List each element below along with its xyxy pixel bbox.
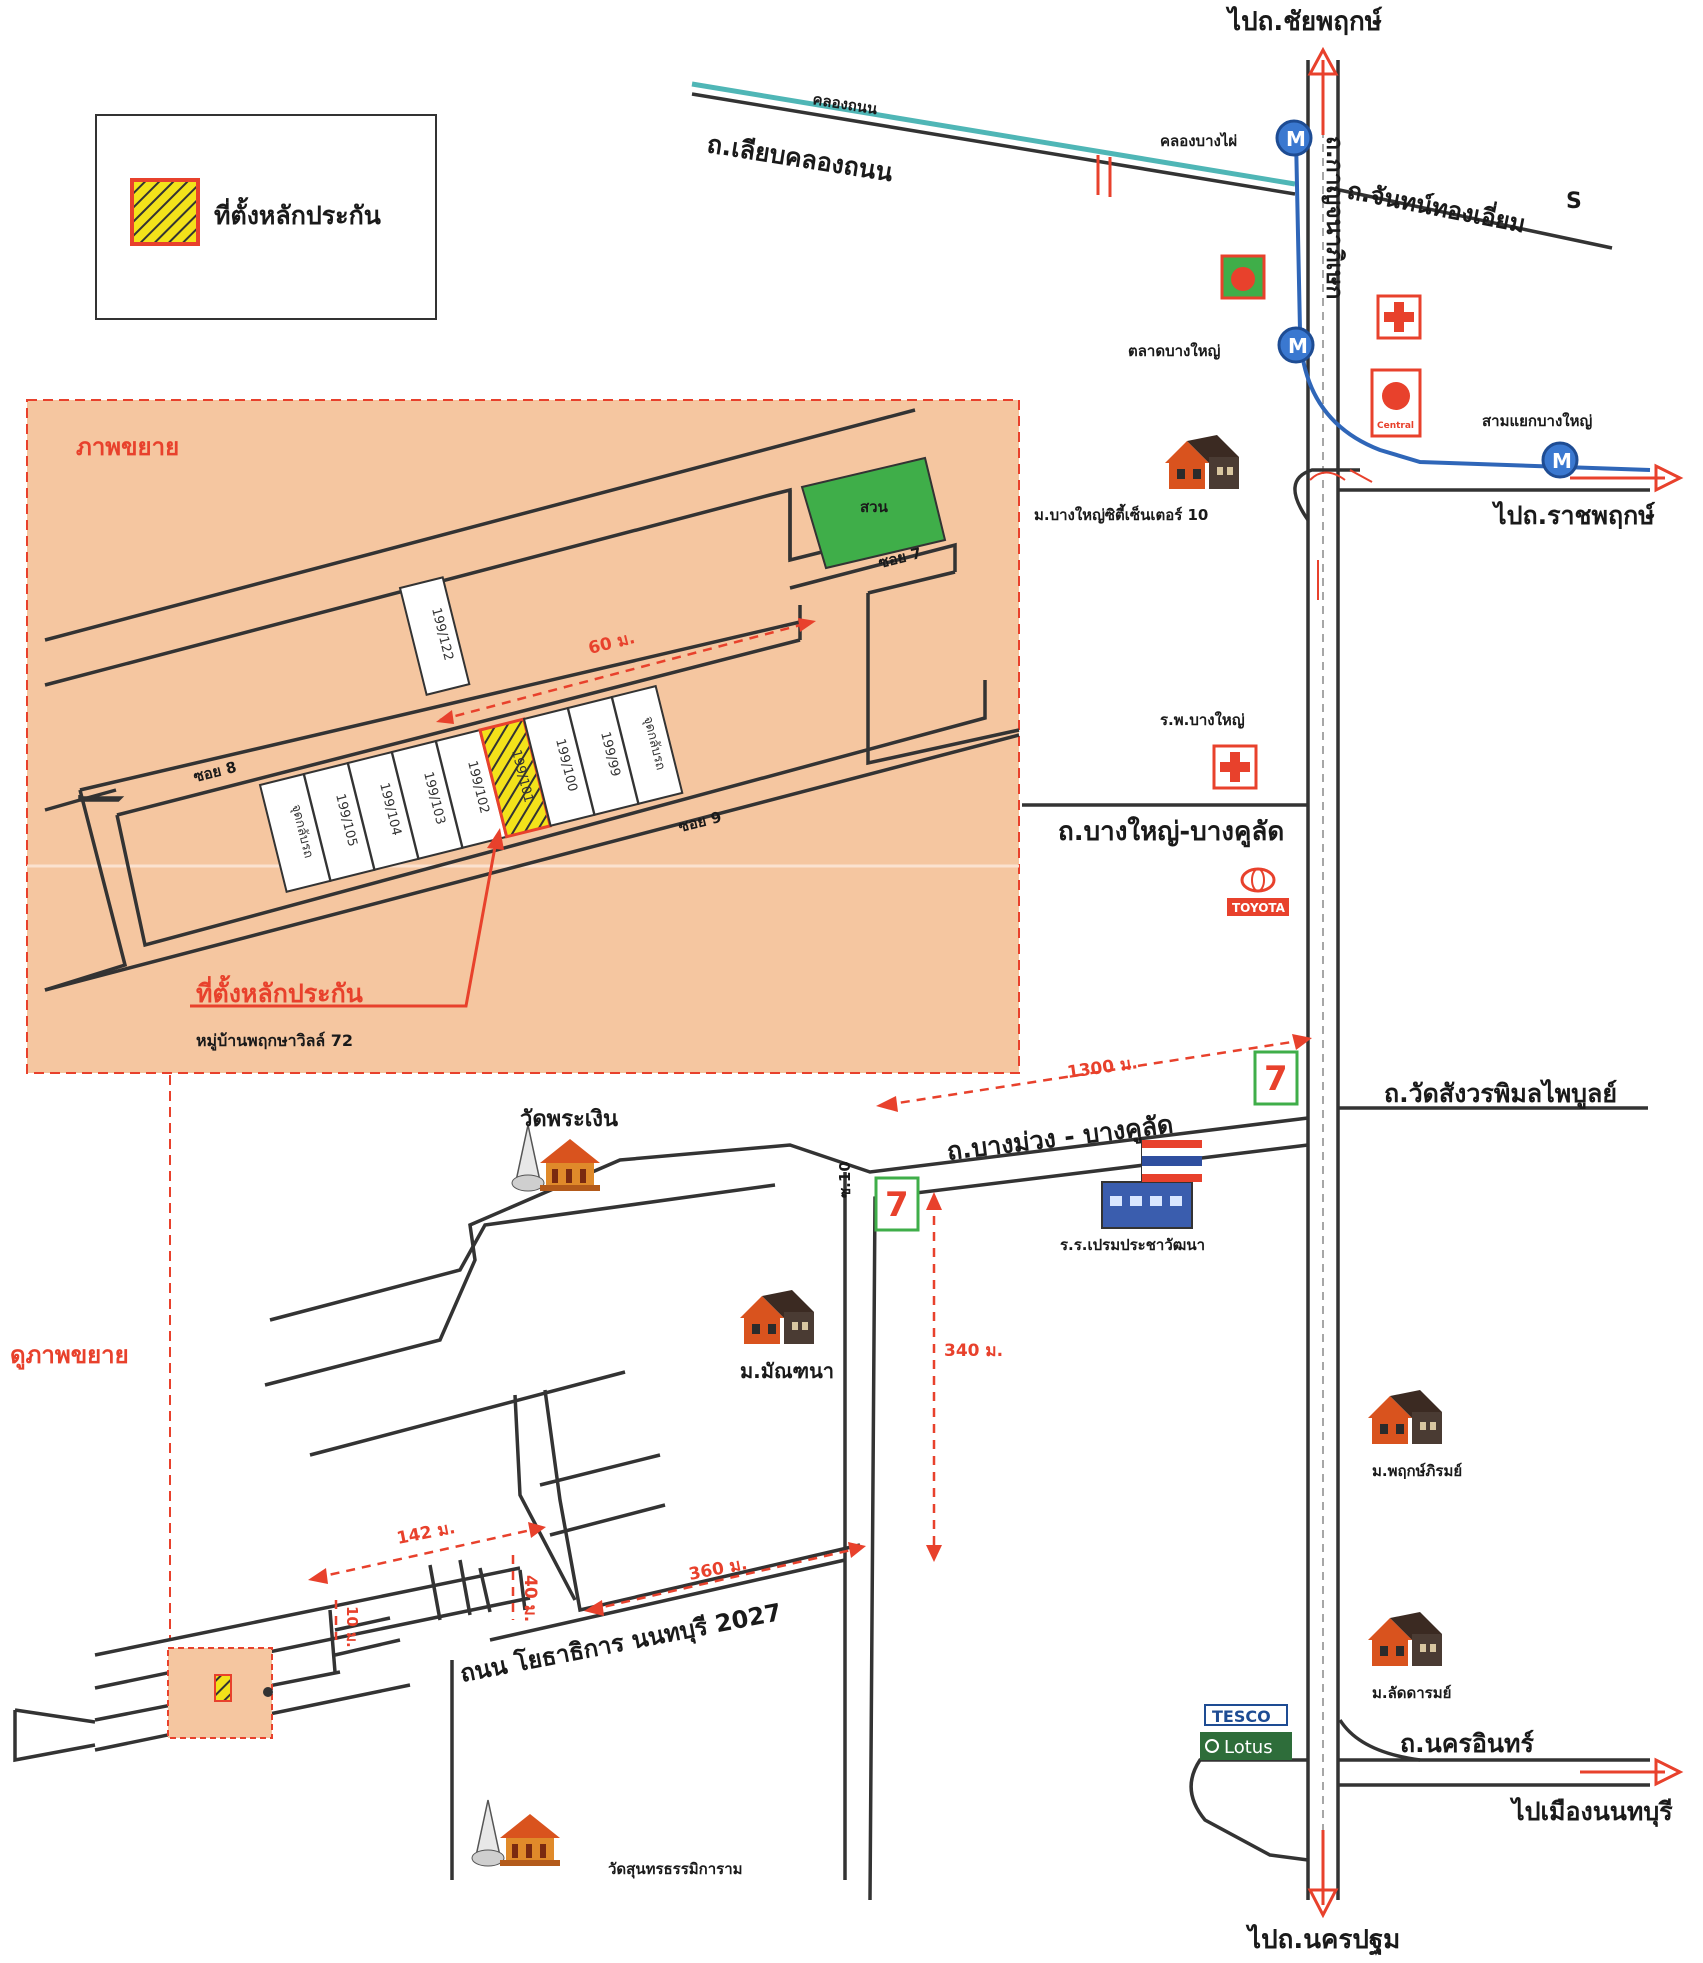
laddarom-house-icon <box>1368 1612 1442 1666</box>
bangmuang-road-south <box>868 1143 1309 1901</box>
legend-label: ที่ตั้งหลักประกัน <box>214 196 381 230</box>
nakhon-in-road-label: ถ.นครอินทร์ <box>1400 1729 1534 1758</box>
svg-text:M: M <box>1288 334 1308 358</box>
canal-bridge-icon <box>1096 155 1112 197</box>
svg-text:M: M <box>1286 127 1306 151</box>
inset-road-top <box>44 408 916 642</box>
wat-suntorn-temple-icon <box>471 1799 561 1867</box>
monthana-house-icon <box>740 1290 814 1344</box>
wat-ngoen-temple-icon <box>511 1124 601 1192</box>
inset-pointer-line <box>190 835 499 1008</box>
svg-text:TOYOTA: TOYOTA <box>1232 901 1286 915</box>
direction-north: ไปถ.ชัยพฤกษ์ <box>1225 5 1382 37</box>
dim-10-label: 10 ม. <box>343 1606 361 1648</box>
bangyai-road-label: ถ.บางใหญ่-บางคูลัด <box>1058 816 1284 848</box>
small-target-lot <box>214 1674 232 1702</box>
north-arrow-icon <box>1307 46 1339 135</box>
inset-pointer-label: ที่ตั้งหลักประกัน <box>196 974 363 1008</box>
toyota-logo-icon: TOYOTA <box>1227 867 1289 916</box>
dim-1300 <box>884 1038 1306 1107</box>
soi10-label: ซ.10 <box>836 1161 854 1198</box>
dim-340-label: 340 ม. <box>944 1341 1003 1361</box>
legend: ที่ตั้งหลักประกัน <box>95 114 437 320</box>
bigc-store-icon <box>1220 254 1266 300</box>
dim-142-label: 142 ม. <box>395 1518 457 1549</box>
dim-1300-label: 1300 ม. <box>1066 1053 1139 1083</box>
pruksirom-label: ม.พฤกษ์ภิรมย์ <box>1372 1462 1462 1480</box>
kanchana-road-label: ถ.กาญจนาภิเษก <box>1321 136 1347 299</box>
wat-suntorn-label: วัดสุนทรธรรมิการาม <box>608 1860 743 1879</box>
junction-label: สามแยกบางใหญ่ <box>1482 412 1592 430</box>
inset-road-soi9-outer <box>44 733 1020 992</box>
hospital-cross-icon <box>1212 744 1258 790</box>
svg-text:M: M <box>1552 449 1572 473</box>
inset-lot-row: จุดกลับรถ 199/105 199/104 199/103 199/10… <box>258 684 684 893</box>
dim-360 <box>589 1546 861 1612</box>
south-arrow-icon <box>1307 1830 1339 1919</box>
direction-south: ไปถ.นครปฐม <box>1245 1923 1400 1957</box>
bangmuang-road-label: ถ.บางม่วง - บางคูลัด <box>945 1109 1175 1168</box>
inset-map: ภาพขยาย สวน ซอย 7 ซอย 8 ซอย 9 199/122 <box>26 399 1020 1074</box>
inset-village-label: หมู่บ้านพฤกษาวิลล์ 72 <box>196 1031 353 1052</box>
canal <box>691 81 1296 187</box>
svg-text:Central: Central <box>1377 421 1414 431</box>
legend-hatch-swatch <box>130 178 200 246</box>
dim-142 <box>314 1526 541 1580</box>
wat-sangwon-road-label: ถ.วัดสังวรพิมลไพบูลย์ <box>1384 1078 1617 1110</box>
bangmuang-road-north <box>264 1116 1309 1387</box>
inset-dim-60 <box>439 620 813 722</box>
svg-text:Lotus: Lotus <box>1224 1737 1273 1758</box>
direction-east-bottom: ไปเมืองนนทบุรี <box>1509 1796 1673 1828</box>
inset-road-soi8 <box>79 620 801 792</box>
citycenter-label: ม.บางใหญ่ซิตี้เซ็นเตอร์ 10 <box>1034 503 1208 524</box>
dim-40-label: 40 ม. <box>520 1575 540 1622</box>
hospital-label: ร.พ.บางใหญ่ <box>1160 711 1245 729</box>
hospital-cross-icon <box>1376 294 1422 340</box>
inset-park-label: สวน <box>860 498 889 516</box>
see-inset-label: ดูภาพขยาย <box>10 1341 129 1370</box>
mrt-khlong-label: คลองบางไผ่ <box>1160 131 1237 150</box>
laddarom-label: ม.ลัดดารมย์ <box>1372 1684 1451 1702</box>
svg-text:7: 7 <box>885 1185 909 1225</box>
tesco-lotus-logo: TESCO Lotus <box>1200 1704 1292 1760</box>
inset-park <box>800 456 947 570</box>
chan-road-label: ถ.จันทน์ทองเอี่ยม <box>1345 172 1529 238</box>
pruksirom-house-icon <box>1368 1390 1442 1444</box>
s-mark: S <box>1566 189 1582 214</box>
wat-ngoen-label: วัดพระเงิน <box>520 1107 618 1132</box>
seven-eleven-icon: 7 <box>874 1176 920 1232</box>
inset-target-lot: 199/101 <box>478 717 553 839</box>
direction-east-top: ไปถ.ราชพฤกษ์ <box>1491 500 1655 530</box>
inset-lot-top: 199/122 <box>398 576 471 696</box>
svg-text:TESCO: TESCO <box>1212 1707 1271 1726</box>
east-arrow-icon <box>1570 463 1684 493</box>
east-arrow-bottom-icon <box>1580 1757 1684 1787</box>
citycenter-house-icon <box>1165 435 1239 489</box>
school-label: ร.ร.เปรมประชาวัฒนา <box>1060 1236 1205 1254</box>
inset-title: ภาพขยาย <box>76 433 179 461</box>
svg-text:7: 7 <box>1264 1059 1288 1099</box>
mrt-station-icon: M <box>1541 441 1579 479</box>
seven-eleven-icon: 7 <box>1253 1050 1299 1106</box>
monthana-label: ม.มัณฑนา <box>740 1359 834 1383</box>
inset-road-soi9-inner <box>115 680 987 948</box>
inset-road-right-block <box>866 593 1020 766</box>
market-label: ตลาดบางใหญ่ <box>1128 342 1221 360</box>
central-store-icon: Central <box>1370 368 1422 438</box>
mrt-station-icon: M <box>1277 326 1315 364</box>
canal-road-label: ถ.เลียบคลองถนน <box>705 129 895 187</box>
school-flag-icon <box>1101 1140 1202 1229</box>
mrt-station-icon: M <box>1275 119 1313 157</box>
